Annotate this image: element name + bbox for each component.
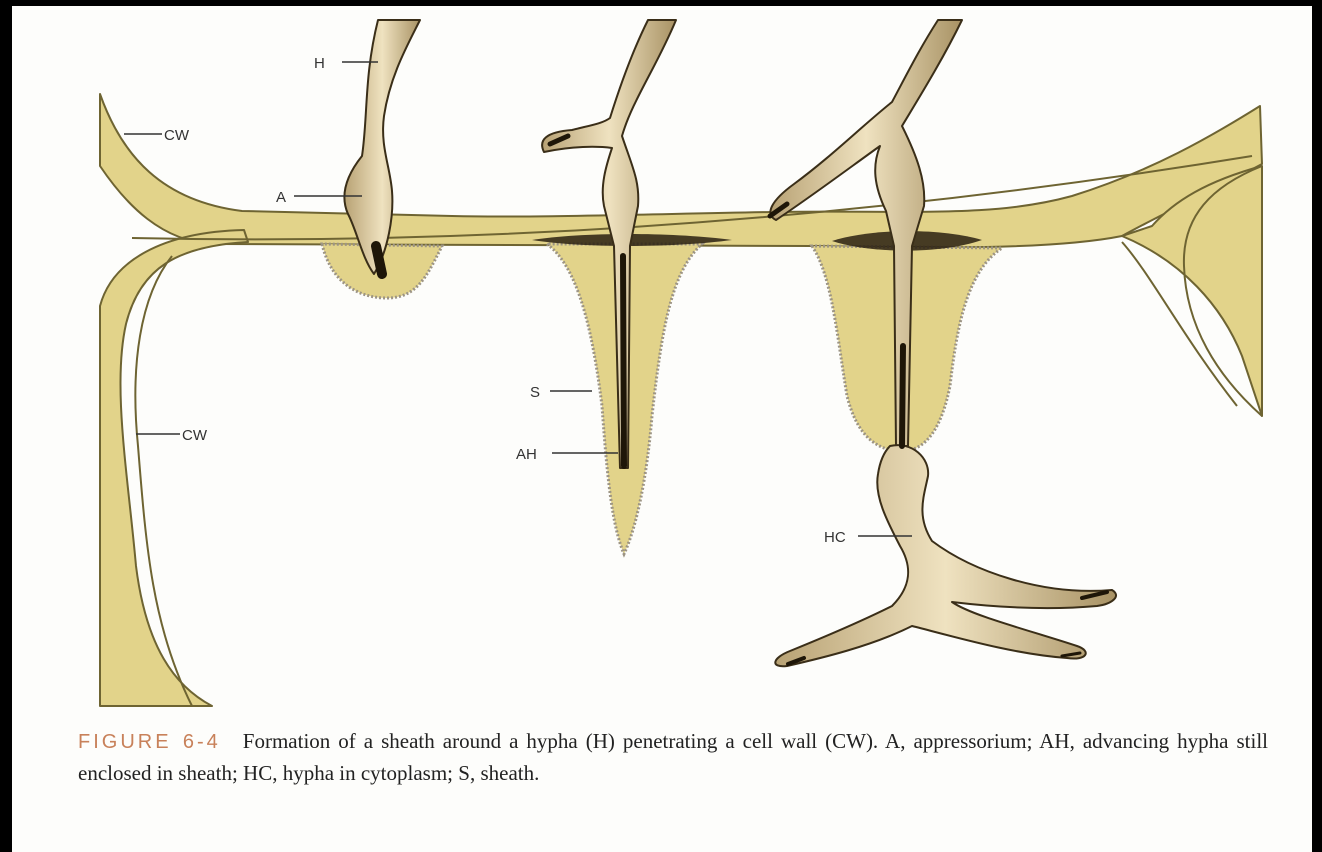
- label-cw-top: CW: [164, 127, 190, 144]
- figure-number: FIGURE 6-4: [78, 731, 221, 753]
- diagram-labels: H CW A CW S AH HC: [124, 55, 912, 546]
- sheath-formation-diagram: H CW A CW S AH HC: [12, 6, 1312, 716]
- caption-text: Formation of a sheath around a hypha (H)…: [78, 729, 1268, 785]
- label-hc: HC: [824, 529, 846, 546]
- label-ah: AH: [516, 446, 537, 463]
- label-h: H: [314, 55, 325, 72]
- cell-wall-network: [100, 94, 1262, 706]
- label-a: A: [276, 189, 286, 206]
- hyphae: [344, 20, 1116, 666]
- label-s: S: [530, 384, 540, 401]
- label-cw-left: CW: [182, 427, 208, 444]
- hypha-hc: [775, 445, 1116, 666]
- left-cell-wall: [100, 230, 248, 706]
